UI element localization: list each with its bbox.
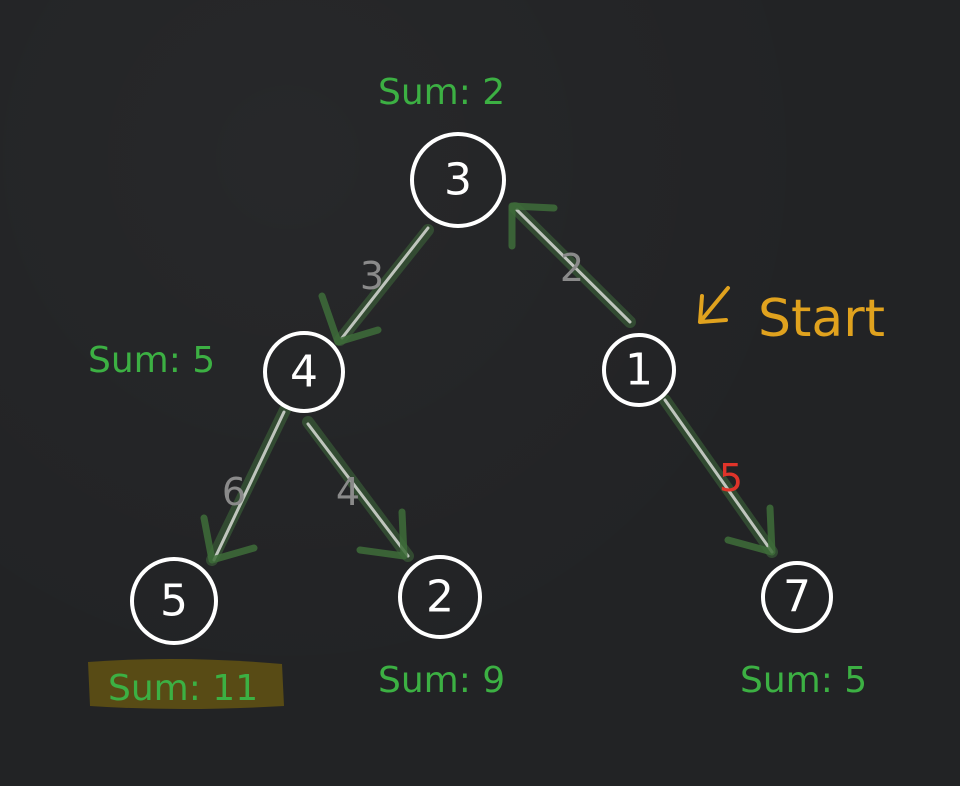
edge-4-5	[212, 410, 286, 562]
node-2: 2	[398, 555, 482, 639]
edge-1-7	[663, 398, 774, 554]
edges	[206, 202, 778, 566]
arrow-head-icon	[318, 292, 382, 346]
edge-4-2	[306, 422, 410, 558]
node-label: 4	[290, 347, 318, 398]
edge-1-3	[515, 208, 632, 324]
edge-weight-3-4: 3	[360, 254, 384, 298]
node-3: 3	[410, 132, 506, 228]
node-label: 5	[160, 576, 188, 627]
sum-label-node-3: Sum: 2	[378, 72, 505, 113]
node-1: 1	[602, 333, 676, 407]
arrow-head-icon	[200, 514, 258, 564]
start-annotation: Start	[698, 286, 885, 349]
sum-label-node-2: Sum: 9	[378, 660, 505, 701]
arrow-heads	[200, 202, 776, 564]
sum-label-node-7: Sum: 5	[740, 660, 867, 701]
node-7: 7	[761, 561, 833, 633]
edge-weight-4-2: 4	[336, 470, 360, 514]
node-label: 1	[625, 345, 653, 396]
arrow-head-icon	[508, 202, 558, 250]
arrow-down-left-icon	[698, 286, 730, 324]
node-label: 3	[444, 155, 472, 206]
edge-weight-1-7: 5	[719, 456, 743, 500]
node-4: 4	[263, 331, 345, 413]
arrow-head-icon	[356, 508, 408, 560]
sum-label-node-4: Sum: 5	[88, 340, 215, 381]
edge-3-4	[340, 226, 430, 340]
nodes: 3 4 1 5 2 7	[130, 132, 833, 645]
edge-weight-4-5: 6	[222, 470, 246, 514]
arrow-head-icon	[724, 504, 776, 556]
sum-labels: Sum: 2 Sum: 5 Sum: 11 Sum: 9 Sum: 5	[88, 72, 867, 709]
sum-highlight	[88, 658, 284, 709]
node-label: 2	[426, 572, 454, 623]
sum-label-node-5: Sum: 11	[108, 668, 258, 709]
edge-weights: 3 2 6 4 5	[222, 246, 743, 514]
node-5: 5	[130, 557, 218, 645]
node-label: 7	[783, 572, 811, 623]
edge-weight-1-3: 2	[560, 246, 584, 290]
start-label: Start	[758, 289, 885, 349]
